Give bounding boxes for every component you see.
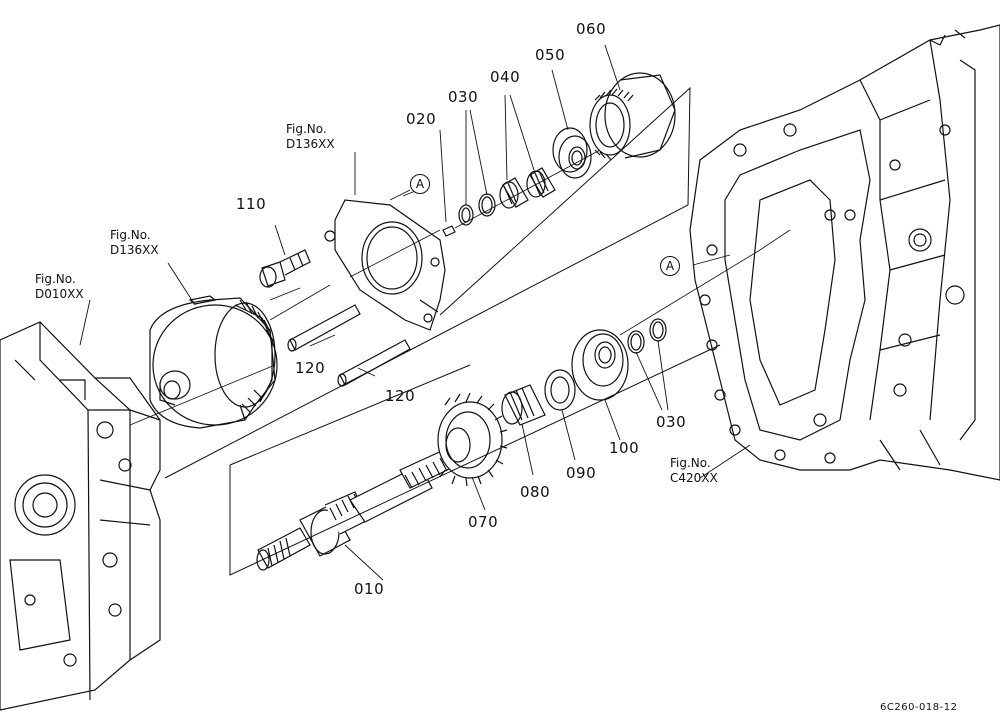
part-label-100: 100 [609, 439, 640, 457]
part-label-020: 020 [406, 110, 437, 128]
cover-plate-drawing [325, 200, 445, 330]
plug-bolt-drawing [260, 250, 310, 287]
reference-marker-a-upper: A [410, 174, 430, 194]
fig-ref-left-housing-line1: Fig.No. [35, 272, 76, 286]
part-label-080: 080 [520, 483, 551, 501]
leader-lines [80, 45, 750, 580]
part-label-090: 090 [566, 464, 597, 482]
diagram-code: 6C260-018-12 [880, 702, 958, 713]
fig-ref-clutch-pack-line2: D136XX [110, 243, 159, 257]
lower-gear-parts-drawing [438, 319, 666, 486]
part-label-010: 010 [354, 580, 385, 598]
left-housing-drawing [0, 322, 160, 710]
part-label-050: 050 [535, 46, 566, 64]
part-label-070: 070 [468, 513, 499, 531]
right-case-drawing [690, 25, 1000, 480]
upper-shaft-parts-drawing [443, 73, 675, 236]
clutch-pack-drawing [150, 296, 277, 428]
fig-ref-cover-plate-line1: Fig.No. [286, 122, 327, 136]
axis-lines [130, 150, 790, 425]
fig-ref-cover-plate-line2: D136XX [286, 137, 335, 151]
fig-ref-cover-plate: Fig.No. D136XX [286, 122, 335, 152]
part-label-120-lower: 120 [385, 387, 416, 405]
fig-ref-right-case-line1: Fig.No. [670, 456, 711, 470]
fig-ref-left-housing: Fig.No. D010XX [35, 272, 84, 302]
dowel-pins-drawing [288, 305, 410, 386]
part-label-030-top: 030 [448, 88, 479, 106]
fig-ref-right-case-line2: C420XX [670, 471, 718, 485]
part-label-060: 060 [576, 20, 607, 38]
reference-marker-a-right: A [660, 256, 680, 276]
part-label-110: 110 [236, 195, 267, 213]
assembly-boundary-lines [165, 88, 720, 575]
fig-ref-left-housing-line2: D010XX [35, 287, 84, 301]
fig-ref-clutch-pack: Fig.No. D136XX [110, 228, 159, 258]
fig-ref-right-case: Fig.No. C420XX [670, 456, 718, 486]
part-label-040: 040 [490, 68, 521, 86]
fig-ref-clutch-pack-line1: Fig.No. [110, 228, 151, 242]
part-label-030-bottom: 030 [656, 413, 687, 431]
part-label-120-upper: 120 [295, 359, 326, 377]
